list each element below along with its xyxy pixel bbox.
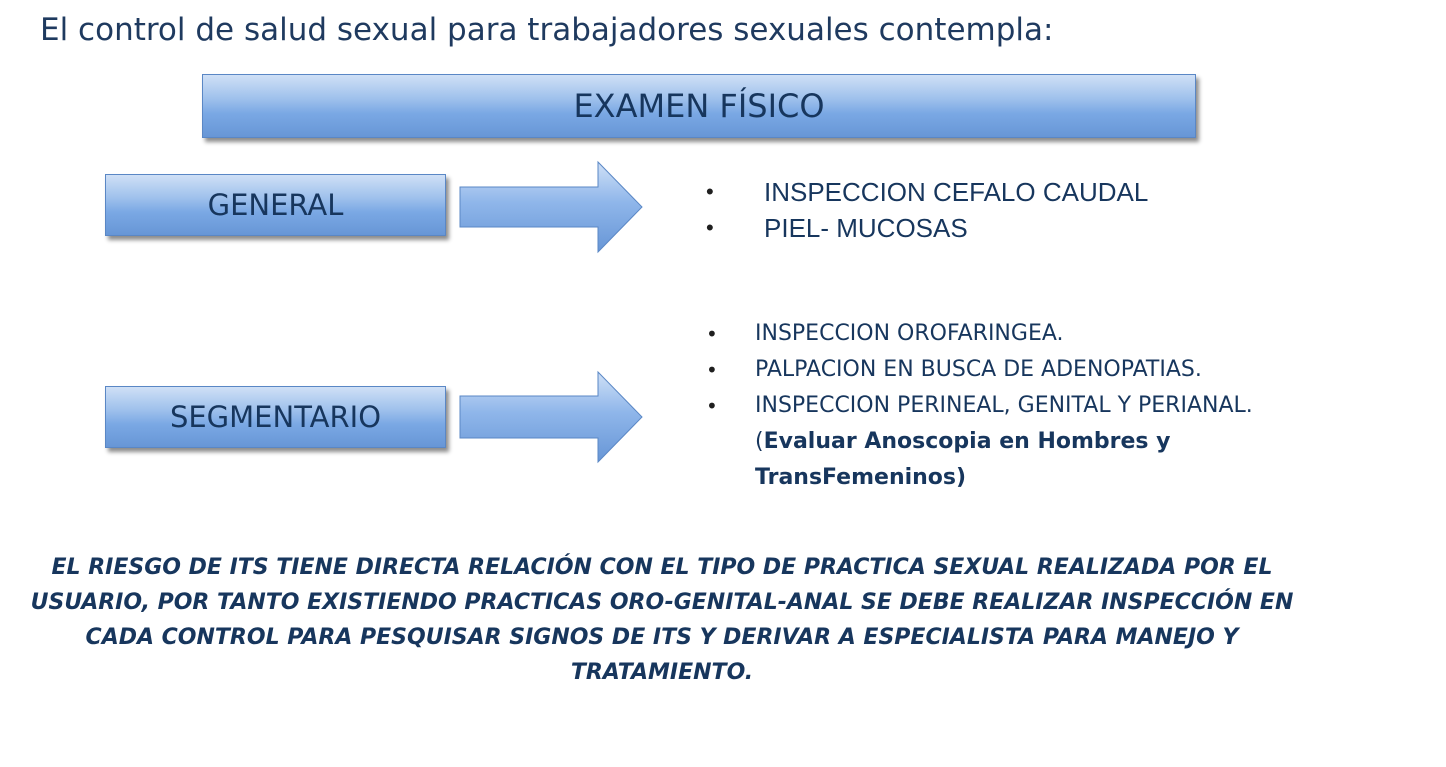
anoscopia-note: Evaluar Anoscopia en Hombres y TransFeme… xyxy=(755,429,1171,490)
risk-note: EL RIESGO DE ITS TIENE DIRECTA RELACIÓN … xyxy=(30,555,1294,685)
segmentario-box: SEGMENTARIO xyxy=(105,386,446,448)
right-arrow-icon xyxy=(459,160,643,254)
general-list: INSPECCION CEFALO CAUDAL PIEL- MUCOSAS xyxy=(706,174,1148,246)
segmentario-list: INSPECCION OROFARINGEA. PALPACION EN BUS… xyxy=(706,316,1266,496)
list-item: PIEL- MUCOSAS xyxy=(706,210,1148,246)
general-box: GENERAL xyxy=(105,174,446,236)
list-item: INSPECCION OROFARINGEA. xyxy=(706,316,1266,352)
list-item: INSPECCION PERINEAL, GENITAL Y PERIANAL.… xyxy=(706,388,1266,496)
list-item-text: INSPECCION PERINEAL, GENITAL Y PERIANAL.… xyxy=(755,393,1253,454)
right-arrow-icon xyxy=(459,370,643,464)
list-item: PALPACION EN BUSCA DE ADENOPATIAS. xyxy=(706,352,1266,388)
list-item: INSPECCION CEFALO CAUDAL xyxy=(706,174,1148,210)
slide-title: El control de salud sexual para trabajad… xyxy=(40,12,1054,48)
examen-fisico-box: EXAMEN FÍSICO xyxy=(202,74,1196,138)
